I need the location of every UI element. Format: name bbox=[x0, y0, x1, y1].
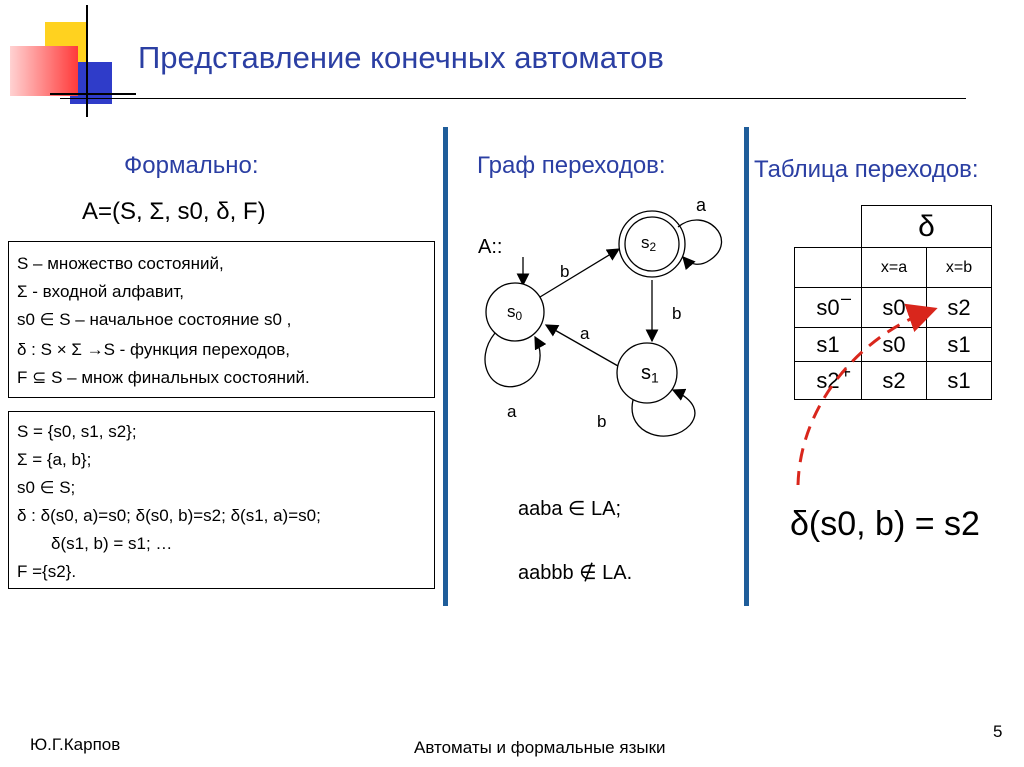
loop-s2 bbox=[677, 219, 723, 271]
definition-line: Σ - входной алфавит, bbox=[17, 282, 184, 301]
edge-label: b bbox=[597, 412, 607, 431]
edge-label: a bbox=[580, 324, 590, 343]
corner-cell bbox=[794, 247, 862, 288]
automaton-tuple: A=(S, Σ, s0, δ, F) bbox=[82, 198, 266, 226]
title-underline bbox=[60, 98, 966, 99]
loop-s0 bbox=[484, 332, 547, 388]
automaton-label: A:: bbox=[478, 236, 503, 258]
table-heading: Таблица переходов: bbox=[754, 156, 979, 183]
example-box: S = {s0, s1, s2}; Σ = {a, b}; s0 ∈ S; δ … bbox=[8, 411, 435, 589]
formal-heading: Формально: bbox=[124, 152, 259, 179]
edge-label: b bbox=[672, 304, 682, 323]
example-line: Σ = {a, b}; bbox=[17, 450, 92, 469]
example-line: s0 ∈ S; bbox=[17, 478, 76, 497]
edge-label: b bbox=[560, 262, 570, 281]
state-s1 bbox=[616, 342, 678, 404]
column-header: x=b bbox=[926, 247, 992, 288]
graph-heading: Граф переходов: bbox=[477, 152, 666, 179]
column-header: x=a bbox=[861, 247, 927, 288]
loop-s1 bbox=[631, 388, 696, 437]
delta-header: δ bbox=[861, 205, 992, 248]
definitions-box: S – множество состояний, Σ - входной алф… bbox=[8, 241, 435, 398]
transition-graph bbox=[484, 210, 723, 437]
definition-line: δ : S × Σ →S - функция переходов, bbox=[17, 340, 291, 359]
state-s2-inner bbox=[624, 216, 680, 272]
decor-logo bbox=[0, 0, 140, 130]
table-cell: s1 bbox=[926, 327, 992, 362]
row-state-text: s2 bbox=[816, 367, 840, 393]
example-line: δ(s1, b) = s1; … bbox=[51, 534, 173, 553]
row-mark: + bbox=[840, 362, 851, 382]
example-line: S = {s0, s1, s2}; bbox=[17, 422, 137, 441]
footer-author: Ю.Г.Карпов bbox=[30, 735, 121, 754]
word-accepted: aaba ∈ LA; bbox=[518, 498, 622, 520]
definition-line: S – множество состояний, bbox=[17, 254, 224, 273]
state-label-s2: s2 bbox=[641, 233, 657, 254]
edge-s0-s2 bbox=[539, 248, 621, 298]
example-formula: δ(s0, b) = s2 bbox=[790, 505, 980, 543]
edge-label: a bbox=[507, 402, 517, 421]
word-rejected: aabbb ∉ LA. bbox=[518, 562, 633, 584]
divider-right bbox=[744, 127, 749, 606]
state-s0 bbox=[485, 282, 545, 342]
footer-course: Автоматы и формальные языки bbox=[414, 738, 666, 757]
definition-line: s0 ∈ S – начальное состояние s0 , bbox=[17, 310, 292, 329]
divider-left bbox=[443, 127, 448, 606]
state-label-s0: s0 bbox=[507, 302, 523, 323]
page-number: 5 bbox=[993, 722, 1003, 741]
example-line: F ={s2}. bbox=[17, 562, 77, 581]
table-cell: s1 bbox=[926, 361, 992, 400]
edge-label: a bbox=[696, 195, 707, 215]
definition-line: F ⊆ S – множ финальных состояний. bbox=[17, 368, 310, 387]
slide-title: Представление конечных автоматов bbox=[138, 40, 664, 75]
row-mark: – bbox=[840, 288, 851, 308]
row-state-text: s0 bbox=[816, 294, 840, 320]
example-line: δ : δ(s0, a)=s0; δ(s0, b)=s2; δ(s1, a)=s… bbox=[17, 506, 321, 525]
edge-s1-s0 bbox=[544, 324, 619, 367]
tuple-text: A=(S, Σ, s0, δ, F) bbox=[82, 198, 266, 225]
state-label-s1: s1 bbox=[641, 362, 659, 386]
highlight-arrow bbox=[796, 303, 938, 486]
